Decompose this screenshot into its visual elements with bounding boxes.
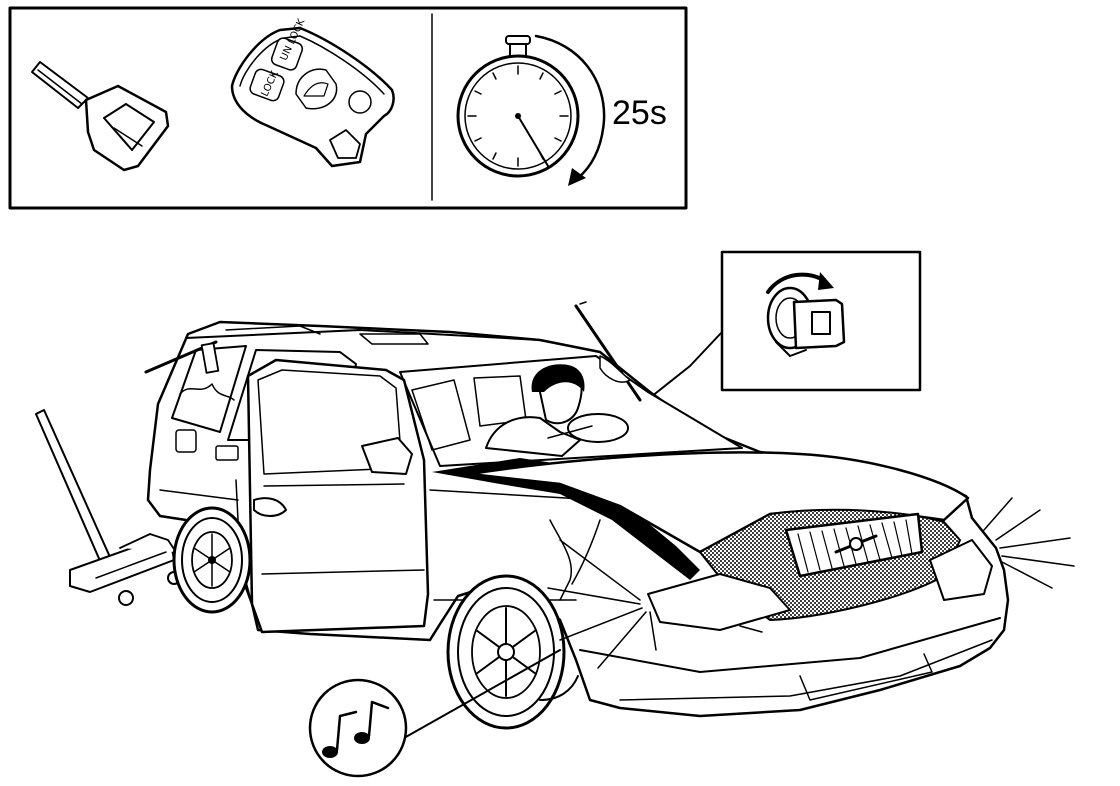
timer-duration-label: 25s: [612, 94, 667, 132]
floor-jack: [35, 409, 181, 606]
stopwatch-icon: [456, 35, 580, 178]
top-panel-frame: [8, 6, 688, 210]
ignition-key-icon: [31, 61, 170, 172]
right-headlight-flash-rays: [983, 497, 1075, 589]
front-grille: [784, 512, 924, 578]
rear-wheel: [172, 506, 252, 614]
top-instruction-panel: UN LOCK LOCK: [8, 6, 688, 210]
left-headlight-flash-rays: [547, 539, 657, 669]
left-headlight: [647, 573, 791, 631]
unlock-button: [270, 37, 304, 71]
remote-key-fob-icon: UN LOCK LOCK: [230, 17, 395, 168]
open-driver-door: [246, 358, 430, 634]
inset-key-icon: [792, 298, 846, 350]
ignition-turn-inset: [631, 250, 922, 413]
horn-sound-bubble: [308, 649, 561, 778]
timer-arc-arrow-icon: [534, 34, 606, 186]
trunk-button: [295, 68, 338, 110]
front-wheel: [446, 574, 579, 730]
driver-figure: [485, 364, 593, 457]
lock-button: [249, 68, 285, 102]
panic-button: [348, 90, 372, 114]
music-note-icon: [322, 700, 390, 758]
volvo-logo-icon: [849, 537, 863, 551]
rotate-arrow-icon: [818, 272, 834, 290]
right-headlight: [929, 539, 993, 601]
volvo-car-illustration: [144, 301, 1075, 730]
